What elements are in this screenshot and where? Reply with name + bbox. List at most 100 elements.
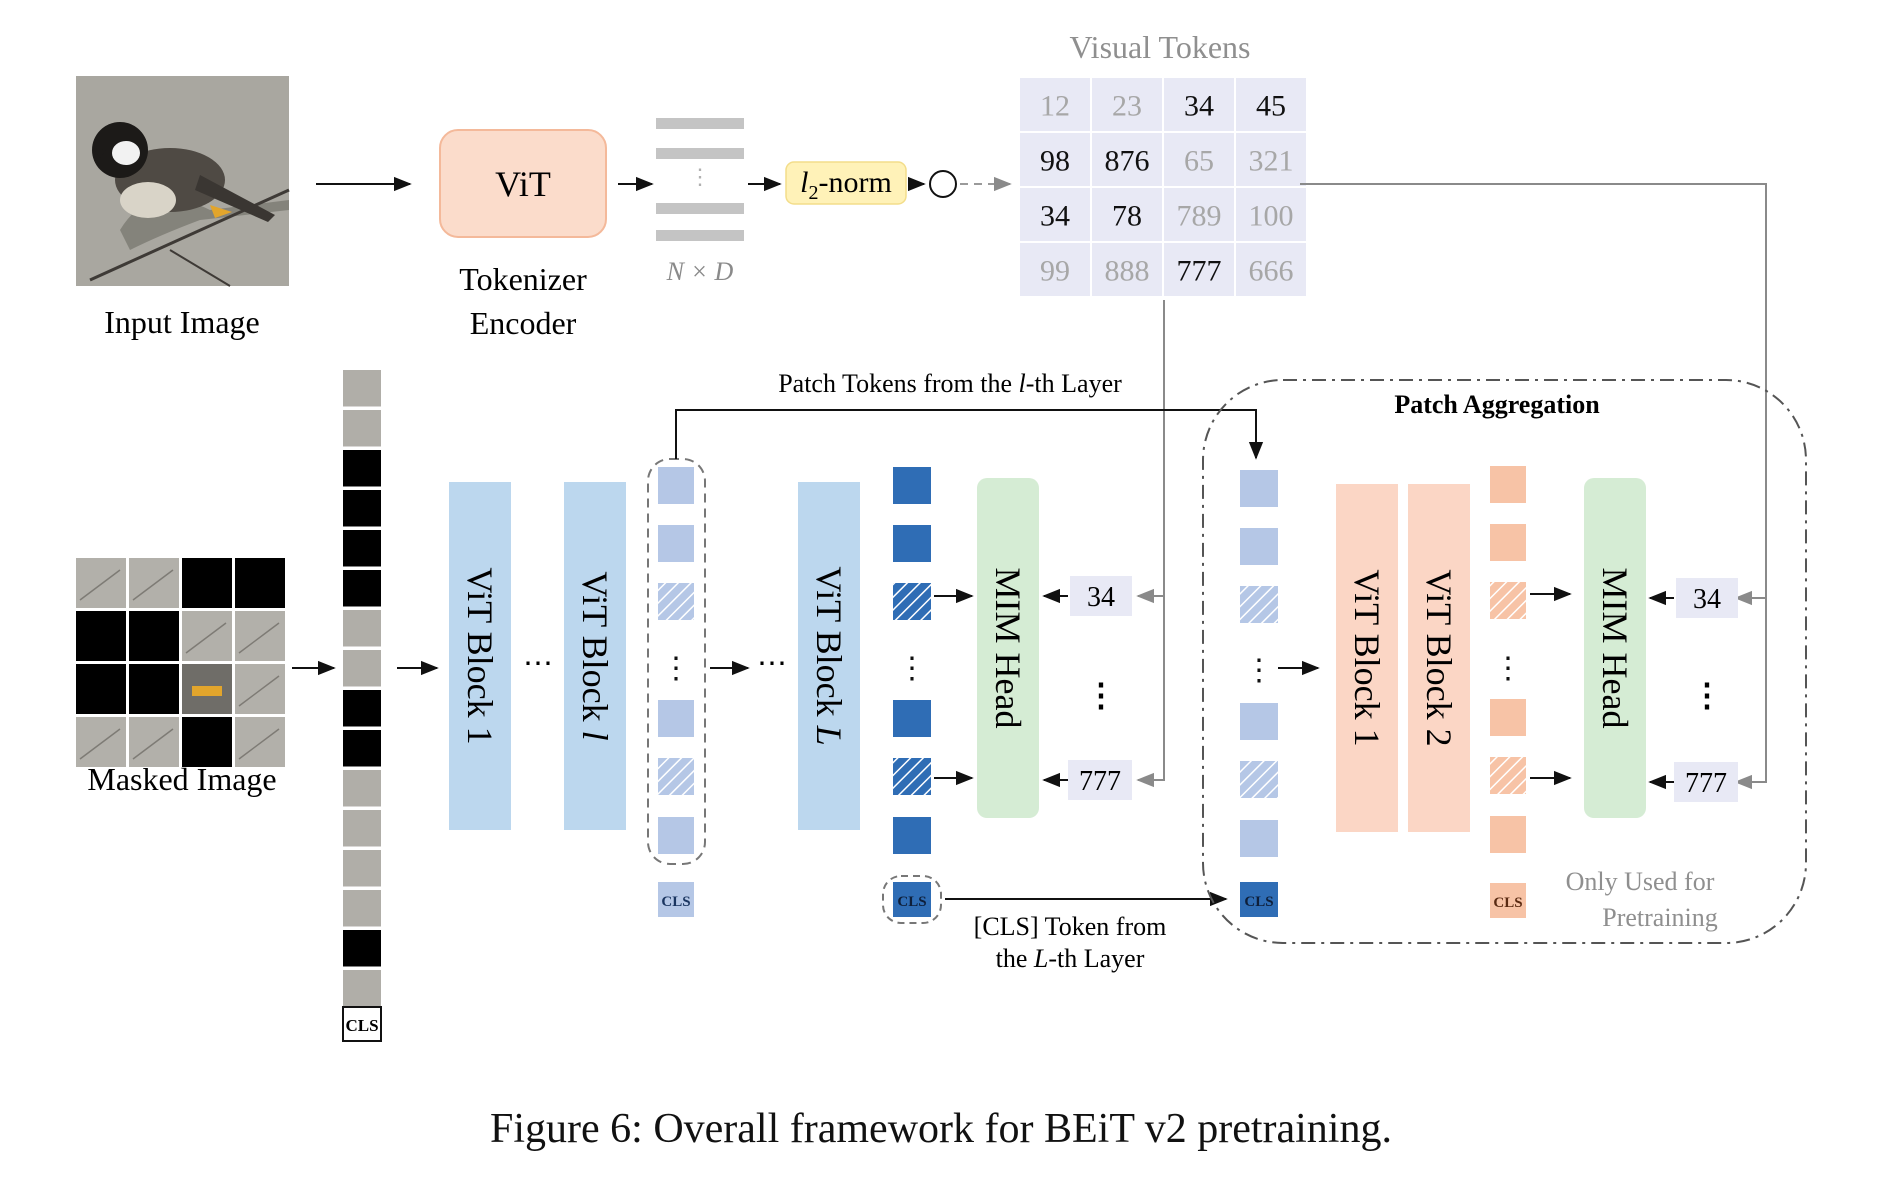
sequence-masked-patch	[343, 530, 381, 567]
patch-aggregation-title: Patch Aggregation	[1394, 390, 1600, 419]
masked-patch	[76, 664, 126, 714]
target-bottom-right: 777	[1685, 768, 1727, 799]
visual-token-cell	[1092, 133, 1162, 186]
visual-token-cell	[1092, 188, 1162, 241]
vit-block-L	[798, 482, 860, 830]
token-ellipsis: ⋮	[1493, 652, 1523, 685]
target-ellipsis-right: ⋮	[1691, 677, 1723, 713]
agg-output-cls-label: CLS	[1493, 895, 1522, 911]
patch-branch-line	[79, 728, 121, 760]
token	[658, 758, 694, 795]
sequence-masked-patch	[343, 490, 381, 527]
token	[893, 817, 931, 854]
target-ellipsis-left: ⋮	[1085, 677, 1117, 713]
sequence-cls-label: CLS	[345, 1016, 378, 1035]
patch-branch-line	[79, 569, 121, 601]
tokenizer-vit-box	[439, 129, 607, 238]
visual-token-value: 100	[1249, 200, 1294, 233]
patch-aggregation-region	[1202, 379, 1807, 944]
patch-branch-line	[185, 622, 227, 654]
patch-tokens-suffix: -th Layer	[1026, 369, 1122, 398]
cls-from-line2: the L-th Layer	[996, 944, 1145, 973]
sequence-masked-patch	[343, 730, 381, 767]
vit-block-l-label: ViT Block l	[575, 571, 615, 740]
token	[1240, 820, 1278, 857]
visual-token-cell	[1020, 78, 1090, 131]
lth-layer-tokens: ⋮	[658, 467, 694, 854]
visual-token-value: 888	[1105, 255, 1150, 288]
l2-norm-label: l2-norm	[800, 166, 892, 204]
target-bottom-left: 777	[1079, 766, 1121, 797]
token	[1490, 466, 1526, 503]
feature-shape-label: N × D	[666, 257, 734, 286]
visual-token-cell	[1020, 133, 1090, 186]
agg-vit-block-1	[1336, 484, 1398, 832]
agg-vit-block-2-label: ViT Block 2	[1419, 569, 1459, 746]
visual-token-line-left-bottom	[1136, 300, 1165, 788]
agg-vit-block-1-label: ViT Block 1	[1347, 569, 1387, 746]
target-bottom-left-box	[1068, 760, 1132, 800]
vit-block-l	[564, 482, 626, 830]
target-top-right: 34	[1693, 584, 1721, 615]
visual-token-value: 99	[1040, 255, 1070, 288]
patch-branch-line	[238, 675, 280, 707]
token	[658, 583, 694, 620]
target-top-left-box	[1070, 576, 1132, 616]
vit-block-l-prefix: ViT Block	[575, 571, 615, 730]
token	[1240, 470, 1278, 507]
agg-output-cls-token	[1490, 883, 1526, 918]
agg-vit-block-2	[1408, 484, 1470, 832]
sequence-visible-patch	[343, 810, 381, 847]
token	[1490, 816, 1526, 853]
sequence-visible-patch	[343, 370, 381, 407]
masked-image	[76, 558, 285, 767]
sequence-visible-patch	[343, 850, 381, 887]
sequence-visible-patch	[343, 610, 381, 647]
visual-token-cell	[1236, 133, 1306, 186]
cls-from-line2-var: L	[1033, 944, 1048, 973]
visible-patch	[182, 611, 232, 661]
visible-patch	[235, 611, 285, 661]
target-bottom-right-box	[1674, 762, 1738, 802]
l2-norm-sub: 2	[809, 182, 819, 204]
visible-patch	[129, 717, 179, 767]
visible-patch	[76, 558, 126, 608]
mim-head-right	[1584, 478, 1646, 818]
token	[658, 525, 694, 562]
mim-head-left-label: MIM Head	[988, 568, 1028, 729]
token	[658, 700, 694, 737]
aggregation-cls-token	[1240, 882, 1278, 917]
cls-from-line2-suffix: -th Layer	[1048, 944, 1144, 973]
visual-tokens-title: Visual Tokens	[1069, 29, 1250, 65]
token	[1240, 761, 1278, 798]
masked-patch	[129, 664, 179, 714]
token	[893, 700, 931, 737]
token	[1490, 699, 1526, 736]
visual-token-cell	[1164, 243, 1234, 296]
token	[893, 467, 931, 504]
visible-patch	[235, 717, 285, 767]
visual-token-cell	[1092, 243, 1162, 296]
lth-layer-cls-label: CLS	[661, 894, 690, 910]
visible-patch	[235, 664, 285, 714]
visual-token-value: 321	[1249, 145, 1294, 178]
mim-head-right-label: MIM Head	[1595, 568, 1635, 729]
lth-layer-cls-token	[658, 882, 694, 917]
visual-token-cell	[1020, 243, 1090, 296]
patch-bird-detail	[192, 686, 222, 696]
token-ellipsis: ⋮	[661, 652, 691, 685]
token	[1490, 757, 1526, 794]
token	[658, 817, 694, 854]
patch-branch-line	[238, 622, 280, 654]
sequence-visible-patch	[343, 770, 381, 807]
visual-token-value: 98	[1040, 145, 1070, 178]
input-image-label: Input Image	[104, 304, 260, 340]
visual-token-cell	[1020, 188, 1090, 241]
masked-patch	[129, 611, 179, 661]
visual-token-value: 34	[1184, 90, 1214, 123]
visual-token-cell	[1164, 188, 1234, 241]
patch-branch-line	[132, 569, 174, 601]
sequence-masked-patch	[343, 570, 381, 607]
visual-token-cell	[1164, 133, 1234, 186]
